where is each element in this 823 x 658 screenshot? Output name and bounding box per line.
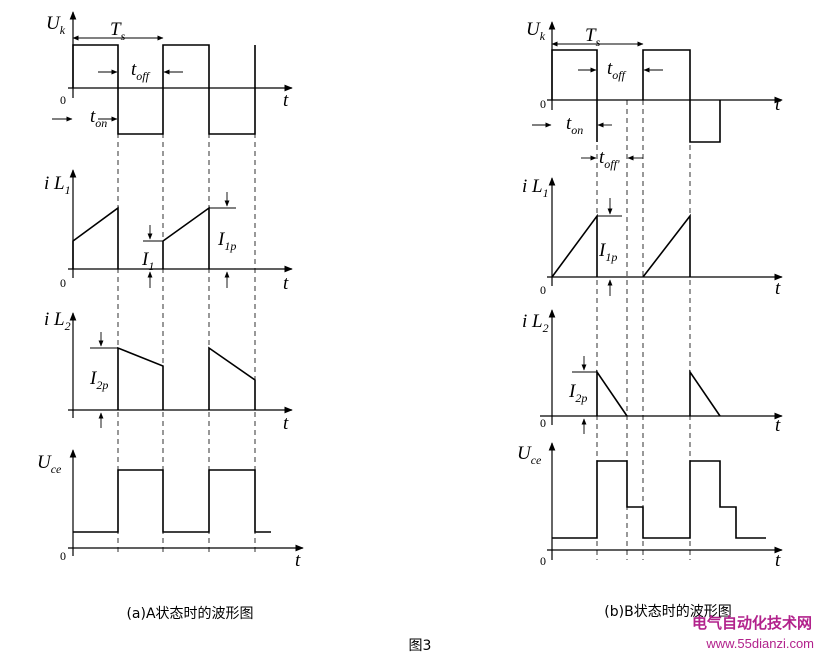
uk-zero: 0 [60, 93, 66, 107]
il2-t-label-b: t [775, 415, 781, 436]
uk-t-label: t [283, 90, 289, 111]
uk-waveform-b2 [642, 49, 721, 143]
il2-ramp-1 [117, 346, 164, 410]
il1-ramp-b2 [642, 213, 691, 278]
uk-t-label-b: t [775, 94, 781, 115]
il1-ramp-b1 [551, 213, 598, 278]
panel-a-caption: (a)A状态时的波形图 [126, 606, 253, 622]
panel-b-uk-plot: Uk Ts toff ton toff' 0 t [526, 19, 783, 171]
panel-a-guides [117, 88, 256, 555]
il1-zero: 0 [60, 276, 66, 290]
uk-label-b: Uk [526, 19, 546, 43]
panel-a-uk-plot: Uk Ts toff ton 0 t [46, 11, 293, 135]
il1-label-b: i L1 [522, 176, 549, 200]
i1p-label-b: I1p [598, 240, 617, 264]
il2-ramp-b2 [689, 369, 721, 417]
uk-waveform-b1 [551, 49, 598, 142]
uk-zero-b: 0 [540, 97, 546, 111]
il2-ramp-b1 [596, 369, 628, 417]
i1-label: I1 [141, 249, 154, 273]
il1-t-label-b: t [775, 278, 781, 299]
uce-label: Uce [37, 452, 62, 476]
i2p-label-b: I2p [568, 381, 587, 405]
panel-a-uce-plot: Uce 0 t [37, 449, 304, 571]
uce-label-b: Uce [517, 443, 542, 467]
il2-t-label: t [283, 413, 289, 434]
ts-label-b: Ts [585, 25, 601, 49]
ton-label-b: ton [566, 113, 583, 137]
uce-zero: 0 [60, 549, 66, 563]
il2-zero-b: 0 [540, 416, 546, 430]
uce-t-label-b: t [775, 550, 781, 571]
uce-waveform [73, 469, 271, 533]
panel-b-guides [596, 100, 691, 560]
il1-t-label: t [283, 273, 289, 294]
panel-a-il2-plot: i L2 I2p t [44, 309, 293, 434]
il1-ramp-2 [162, 206, 210, 269]
panel-b-il2-plot: i L2 I2p 0 t [522, 309, 783, 436]
panel-b: Uk Ts toff ton toff' 0 t i L1 I1p 0 t [517, 19, 783, 620]
panel-b-uce-plot: Uce 0 t [517, 442, 783, 571]
il1-zero-b: 0 [540, 283, 546, 297]
uce-t-label: t [295, 550, 301, 571]
figure-title: 图3 [409, 638, 432, 654]
watermark-line2: www.55dianzi.com [705, 636, 814, 651]
il1-ramp-1 [72, 206, 119, 269]
ts-label: Ts [110, 19, 126, 43]
watermark-line1: 电气自动化技术网 [692, 614, 812, 632]
ton-label: ton [90, 106, 107, 130]
panel-b-caption: (b)B状态时的波形图 [604, 604, 731, 620]
uk-label: Uk [46, 13, 66, 37]
panel-a: Uk Ts toff ton 0 t i L1 I1 I1p 0 t [37, 11, 304, 622]
il2-label: i L2 [44, 309, 71, 333]
i2p-label: I2p [89, 368, 108, 392]
il2-label-b: i L2 [522, 311, 549, 335]
toff2-label: toff' [599, 147, 620, 171]
i1p-label: I1p [217, 229, 236, 253]
panel-b-il1-plot: i L1 I1p 0 t [522, 176, 783, 299]
panel-a-il1-plot: i L1 I1 I1p 0 t [44, 169, 293, 294]
toff-label: toff [131, 59, 151, 83]
uk-waveform [72, 44, 256, 135]
il2-ramp-2 [208, 346, 256, 410]
toff-label-b: toff [607, 58, 627, 82]
uce-waveform-b [552, 460, 766, 539]
uce-zero-b: 0 [540, 554, 546, 568]
il1-label: i L1 [44, 173, 71, 197]
